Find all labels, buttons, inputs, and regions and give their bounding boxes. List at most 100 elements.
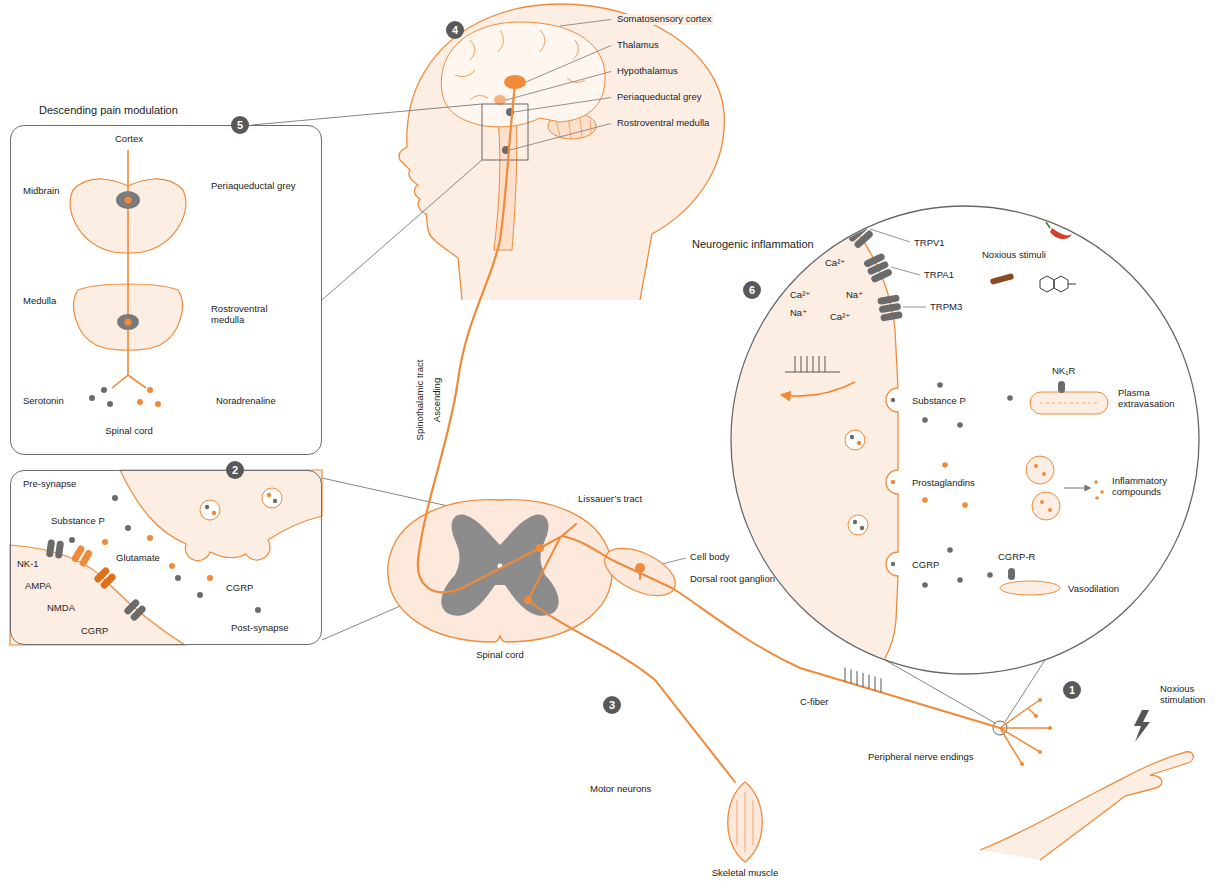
skeletal-muscle	[728, 782, 763, 862]
synapse-drawing	[120, 470, 322, 561]
part-label: Somatosensory cortex	[615, 14, 714, 25]
descending-pathway	[89, 395, 95, 401]
synapse-dot	[1034, 714, 1038, 718]
synapse-dot	[524, 596, 532, 604]
synapse-drawing	[205, 505, 209, 509]
synapse-drawing	[267, 493, 271, 497]
synapse-dot	[635, 563, 645, 573]
part-label: Noxious stimulation	[1160, 684, 1216, 706]
nerve-fiber	[528, 600, 735, 782]
zoom-circle-outline	[731, 206, 1199, 674]
part-label: Peripheral nerve endings	[868, 752, 974, 763]
part-label: Cortex	[115, 134, 143, 145]
leader-line	[560, 20, 611, 27]
callout-number: 3	[602, 695, 622, 715]
synapse-dot	[1048, 726, 1052, 730]
zoom-box	[482, 104, 528, 160]
part-label: Neurogenic inflammation	[692, 238, 814, 251]
part-label: Na⁺	[846, 290, 863, 301]
part-label: Ascending	[432, 378, 443, 422]
descending-pathway	[155, 401, 161, 407]
nerve-fiber	[1000, 700, 1050, 764]
descending-pathway	[125, 319, 132, 326]
callout-number: 6	[742, 280, 762, 300]
part-label: Prostaglandins	[912, 478, 975, 489]
part-label: Ca²⁺	[790, 290, 810, 301]
synapse-drawing	[78, 549, 93, 568]
spinal-cord	[441, 515, 558, 616]
callout-circle	[226, 461, 244, 479]
synapse-drawing	[102, 539, 108, 545]
skeletal-muscle	[737, 792, 753, 852]
callout-number: 4	[445, 20, 465, 40]
callout-number: 3	[602, 695, 622, 715]
zoom-line	[252, 104, 1045, 723]
part-label: Na⁺	[790, 308, 807, 319]
synapse-drawing	[169, 563, 175, 569]
part-label: NK-1	[17, 559, 39, 570]
inflammation-drawing	[1007, 395, 1013, 401]
callout-circle	[603, 696, 621, 714]
inflammation-drawing	[842, 217, 874, 250]
inflammation-drawing	[1094, 480, 1098, 484]
part-label: Midbrain	[23, 186, 59, 197]
synapse-drawing	[10, 470, 322, 645]
part-label: Rostroventral medulla	[211, 304, 296, 326]
inflammation-drawing	[848, 515, 868, 535]
part-label: Vasodilation	[1068, 584, 1119, 595]
inflammation-drawing	[947, 547, 953, 553]
nerve-fiber	[528, 538, 560, 600]
inflammation-drawing	[782, 382, 855, 396]
synapse-drawing	[147, 535, 153, 541]
part-label: Serotonin	[23, 396, 64, 407]
part-label: Dorsal root ganglion	[690, 574, 775, 585]
descending-pathway	[112, 150, 146, 388]
descending-pathway	[117, 314, 139, 330]
inflammation-drawing	[990, 273, 1015, 285]
inflammation-drawing	[1042, 472, 1046, 476]
nerve-fiber	[562, 524, 576, 536]
inset-panel: Pre-synapseSubstance PGlutamateCGRPNK-1A…	[10, 470, 322, 645]
leader-line	[510, 124, 611, 151]
synapse-drawing	[46, 539, 55, 558]
part-label: Medulla	[23, 296, 56, 307]
inflammation-drawing	[1048, 508, 1052, 512]
inflammation-drawing	[891, 398, 895, 402]
inflammation-drawing	[700, 205, 1108, 690]
synapse-drawing	[212, 511, 216, 515]
part-label: Noxious stimuli	[982, 250, 1046, 261]
lightning-symbol	[1134, 710, 1150, 742]
part-label: NMDA	[47, 603, 75, 614]
descending-pathway	[147, 387, 153, 393]
part-label: Substance P	[912, 396, 966, 407]
brain	[441, 22, 605, 250]
inflammation-drawing	[1040, 276, 1076, 292]
part-label: Descending pain modulation	[39, 104, 178, 117]
callout-circle	[231, 116, 249, 134]
inflammation-drawing	[937, 382, 943, 388]
callout-number: 1	[1062, 680, 1082, 700]
inflammation-drawing	[891, 562, 895, 566]
part-label: Ca²⁺	[830, 312, 850, 323]
part-label: NK₁R	[1052, 366, 1075, 377]
inflammation-drawing	[870, 268, 893, 284]
lightning-symbol	[1134, 710, 1150, 742]
inflammation-drawing	[1040, 500, 1044, 504]
part-label: Skeletal muscle	[712, 868, 779, 879]
synapse-drawing	[99, 572, 117, 590]
synapse-drawing	[197, 592, 203, 598]
part-label: Cell body	[690, 552, 730, 563]
inflammation-drawing	[863, 252, 893, 283]
part-label: Rostroventral medulla	[615, 118, 711, 129]
dorsal-root-ganglion	[598, 539, 683, 606]
part-label: AMPA	[25, 581, 51, 592]
callout-number: 5	[230, 115, 250, 135]
inflammation-drawing	[922, 582, 928, 588]
part-label: C-fiber	[800, 697, 829, 708]
inflammation-drawing	[785, 356, 840, 372]
inflammation-drawing	[957, 577, 963, 583]
descending-pathway	[125, 197, 132, 204]
part-label: TRPV1	[914, 238, 945, 249]
